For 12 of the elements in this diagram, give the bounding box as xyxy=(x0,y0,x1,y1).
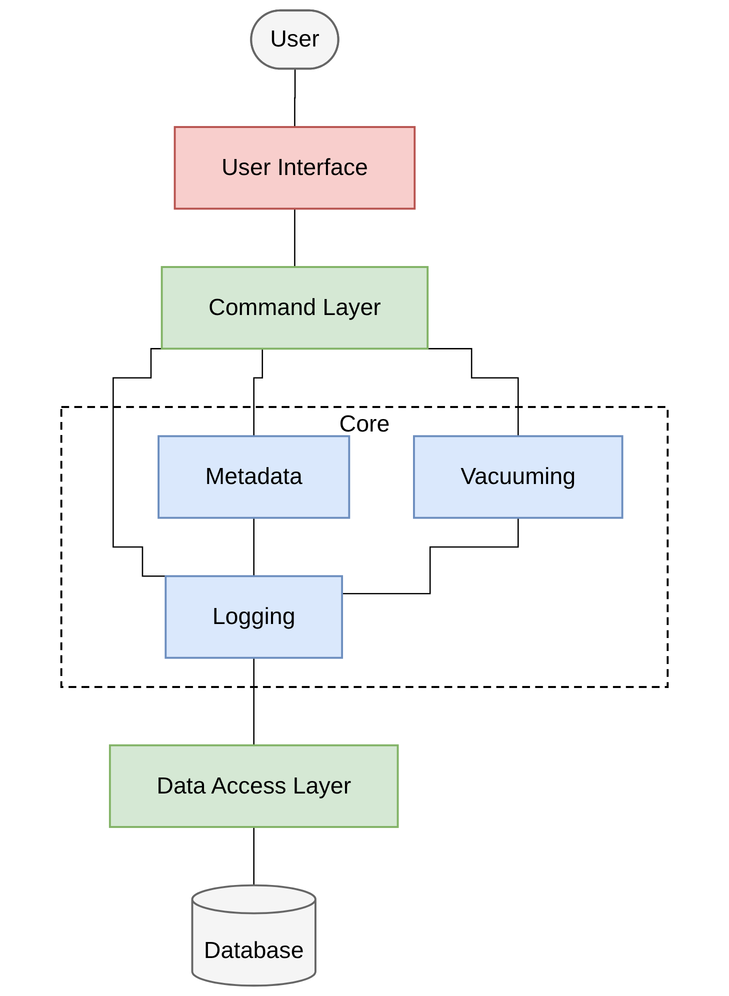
node-box: Command Layer xyxy=(160,266,429,350)
connector xyxy=(253,657,254,746)
connector xyxy=(294,68,296,128)
node-box: Data Access Layer xyxy=(108,744,399,828)
connector xyxy=(253,517,254,577)
node-box: Logging xyxy=(164,575,344,659)
node-box: Metadata xyxy=(158,435,350,519)
connector xyxy=(294,208,296,268)
connector xyxy=(342,517,519,594)
connector xyxy=(253,826,254,886)
node-box: User Interface xyxy=(174,126,416,210)
node-box: Vacuuming xyxy=(413,435,624,519)
